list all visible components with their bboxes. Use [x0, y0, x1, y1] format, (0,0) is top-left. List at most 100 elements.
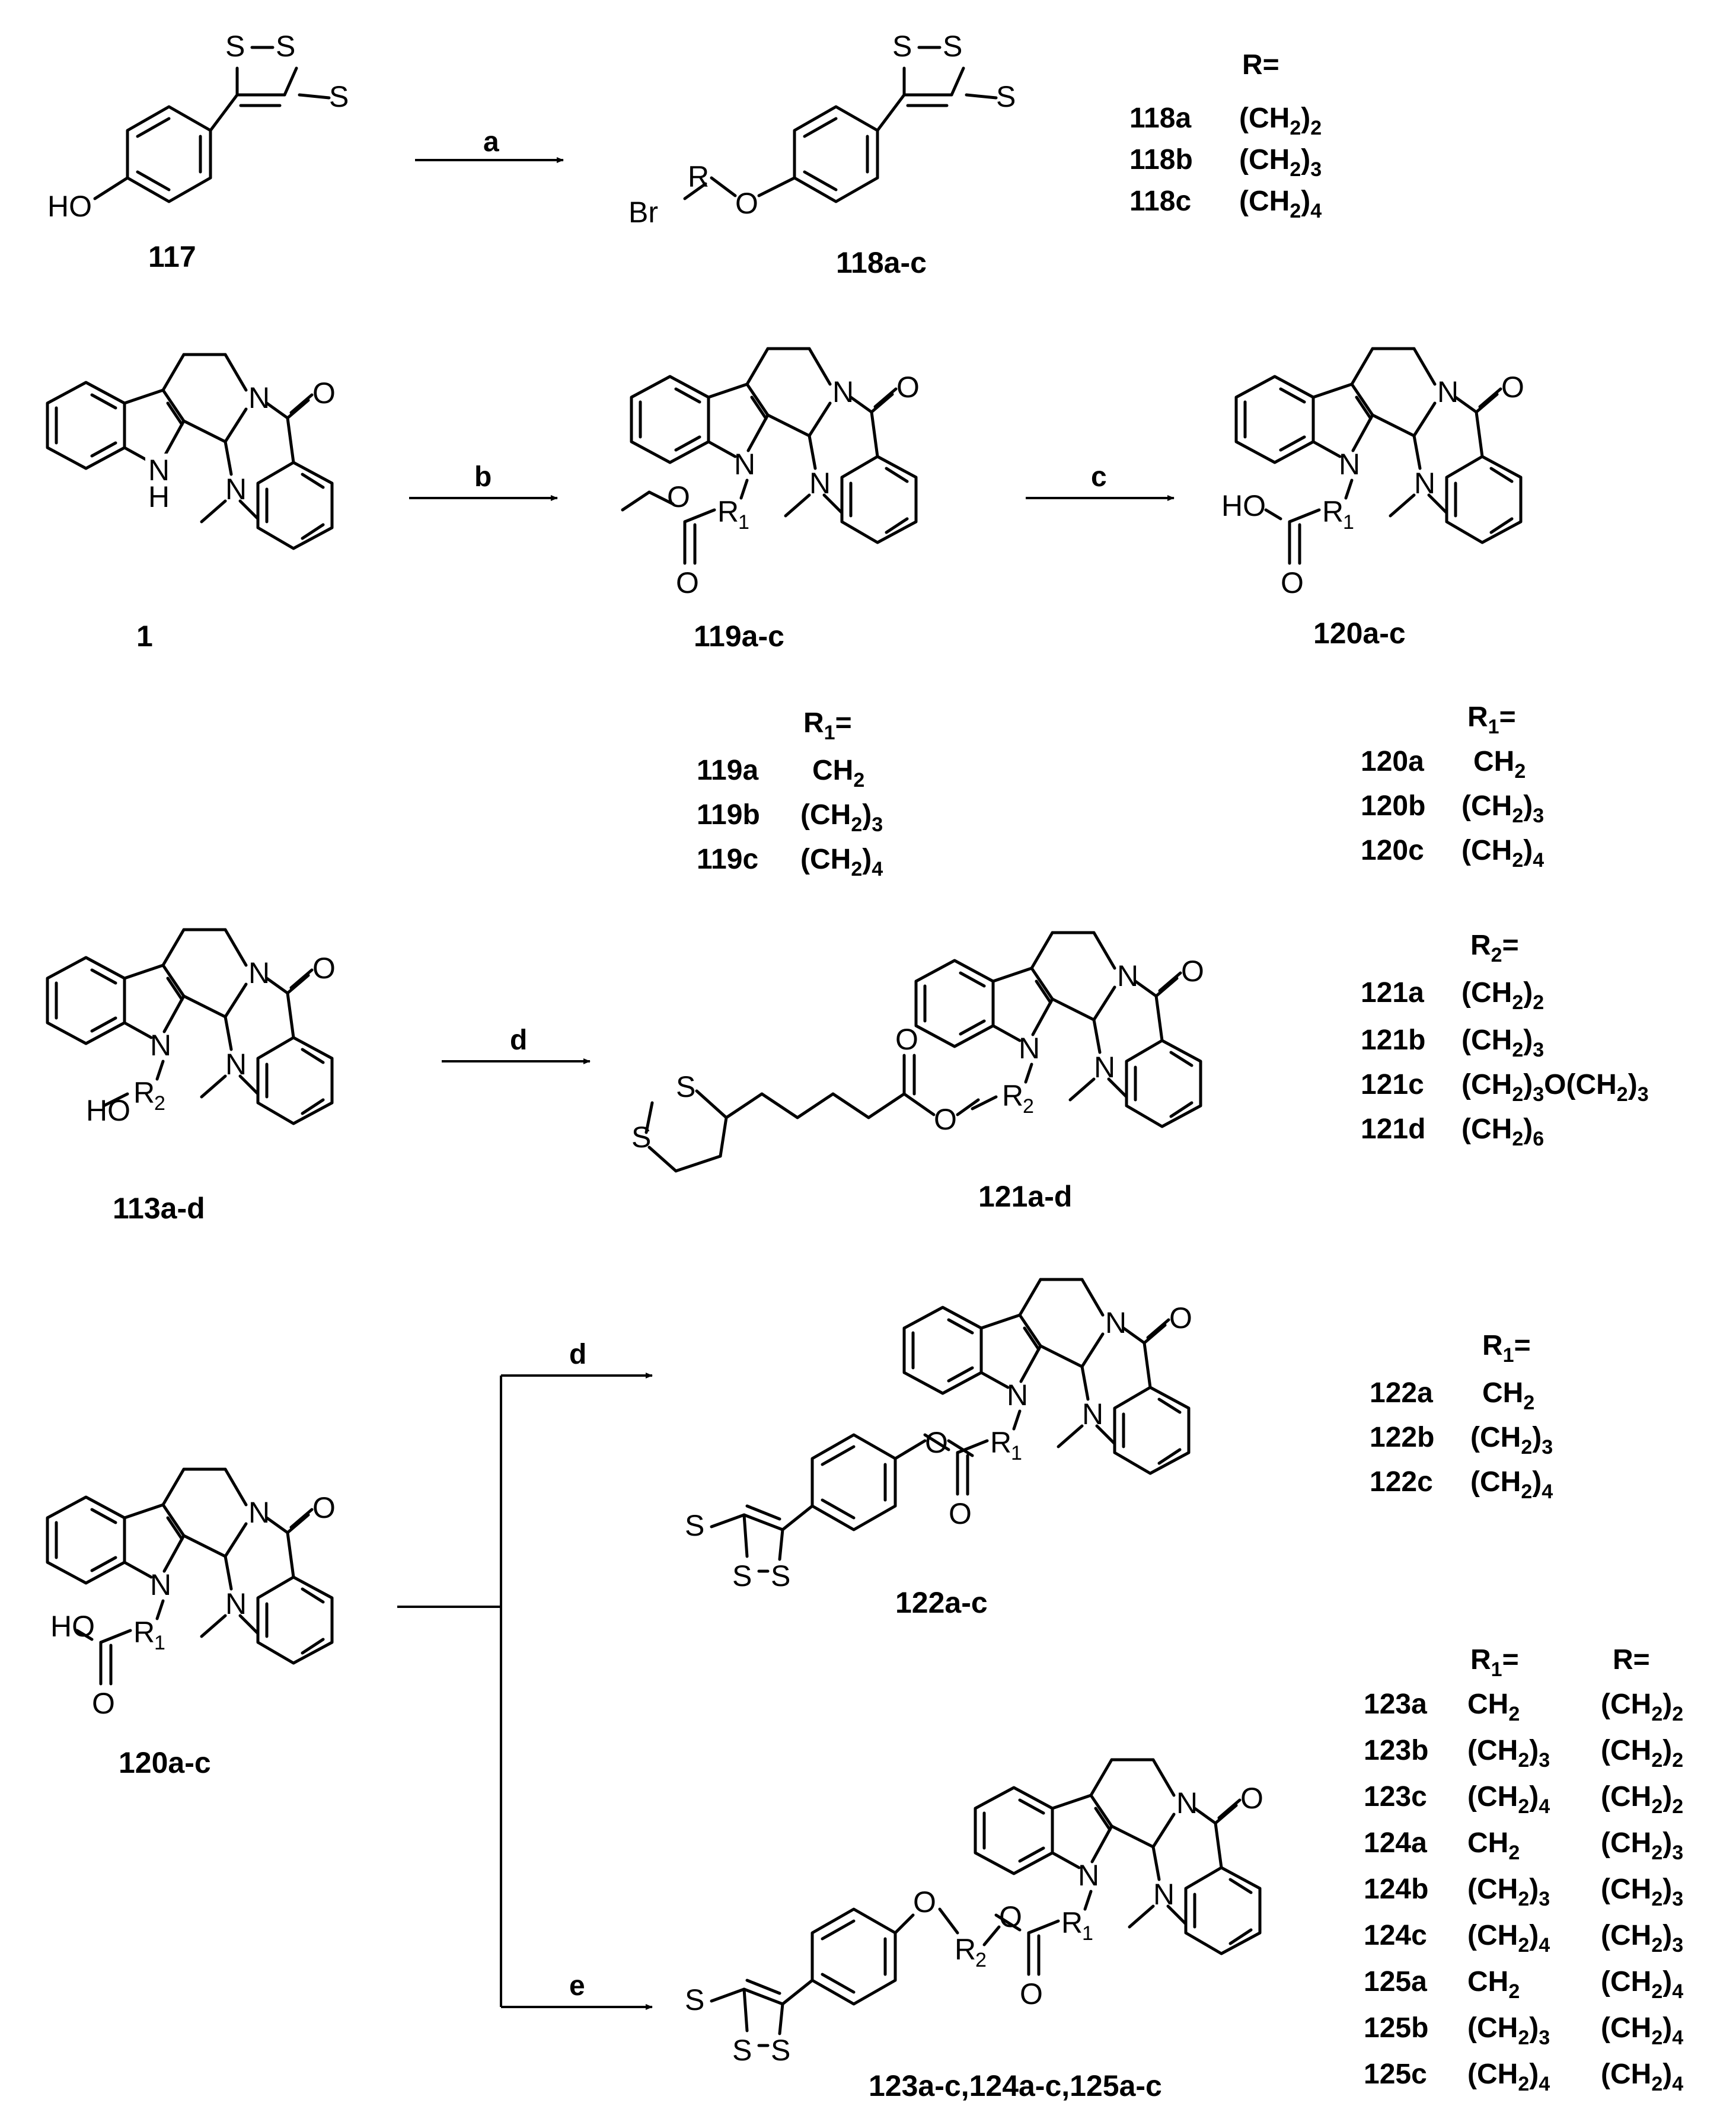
svg-text:CH2: CH2: [1473, 746, 1526, 783]
svg-text:(CH2)4: (CH2)4: [1239, 186, 1322, 222]
label-119: 119a-c: [694, 620, 784, 653]
svg-text:HO: HO: [47, 190, 92, 223]
svg-text:(CH2)2: (CH2)2: [1461, 977, 1544, 1014]
svg-text:S: S: [685, 1509, 704, 1542]
svg-text:O: O: [667, 480, 690, 513]
svg-text:120a: 120a: [1361, 746, 1424, 777]
compound-1-structure: N H: [47, 355, 336, 548]
svg-text:O: O: [999, 1900, 1022, 1933]
svg-text:S: S: [276, 30, 295, 63]
svg-text:S: S: [685, 1983, 704, 2016]
compound-118-structure: S S S O R Br: [628, 30, 1016, 229]
compound-122-structure: R1 O: [904, 1279, 1192, 1530]
table-123-row: 124c(CH2)4(CH2)3: [1364, 1920, 1683, 1957]
table-119-row: 119c (CH2)4: [697, 844, 883, 880]
svg-text:(CH2)3O(CH2)3: (CH2)3O(CH2)3: [1461, 1069, 1649, 1106]
svg-text:O: O: [934, 1103, 957, 1136]
svg-text:122a: 122a: [1370, 1377, 1433, 1409]
dithiolethione-phenyl-122b: O S S S: [685, 1426, 974, 1593]
svg-text:(CH2)4: (CH2)4: [1467, 2059, 1550, 2095]
svg-text:O: O: [1020, 1977, 1043, 2011]
table-118: R= 118a (CH2)2 118b (CH2)3 118c (CH2)4: [1129, 49, 1322, 222]
table-122-row: 122c (CH2)4: [1370, 1466, 1553, 1503]
label-121: 121a-d: [978, 1180, 1072, 1213]
dithiolethione-phenyl-123: O R2 O S S S: [685, 1885, 1022, 2067]
svg-text:R=: R=: [1613, 1644, 1650, 1676]
svg-text:O: O: [895, 1023, 918, 1056]
compound-113-structure: R2 HO: [47, 930, 336, 1127]
svg-text:(CH2)3: (CH2)3: [1467, 1735, 1550, 1772]
svg-text:(CH2)2: (CH2)2: [1601, 1689, 1683, 1725]
svg-text:O: O: [925, 1426, 948, 1459]
svg-text:N: N: [148, 454, 170, 487]
svg-text:S: S: [771, 1559, 790, 1593]
svg-text:1: 1: [738, 511, 749, 534]
table-118-row: 118a (CH2)2: [1129, 103, 1322, 139]
compound-121-structure: R2: [916, 933, 1204, 1127]
compound-120-start-structure: R1 HO O: [47, 1469, 336, 1720]
svg-text:R2=: R2=: [1470, 930, 1519, 966]
svg-text:CH2: CH2: [1467, 1827, 1520, 1864]
label-118: 118a-c: [836, 246, 927, 279]
table-121-row: 121c (CH2)3O(CH2)3: [1361, 1069, 1649, 1106]
table-123-row: 123b (CH2)3 (CH2)2: [1364, 1735, 1683, 1772]
svg-text:1: 1: [154, 1632, 165, 1654]
svg-text:(CH2)3: (CH2)3: [1239, 144, 1322, 181]
table-121-row: 121d (CH2)6: [1361, 1113, 1544, 1150]
svg-text:123b: 123b: [1364, 1735, 1428, 1766]
table-119: R1= 119a CH2 119b (CH2)3 119c (CH2)4: [697, 707, 883, 880]
svg-text:2: 2: [975, 1949, 987, 1971]
svg-text:(CH2)4: (CH2)4: [1467, 1781, 1550, 1818]
svg-text:S: S: [225, 30, 245, 63]
svg-text:S: S: [732, 1559, 752, 1593]
table-119-row: 119b (CH2)3: [697, 799, 883, 836]
svg-text:2: 2: [1023, 1095, 1034, 1118]
svg-text:125b: 125b: [1364, 2012, 1428, 2044]
svg-text:1: 1: [1082, 1922, 1093, 1945]
svg-text:R: R: [717, 495, 739, 528]
svg-text:O: O: [913, 1885, 936, 1919]
svg-text:S: S: [676, 1070, 695, 1103]
svg-text:(CH2)3: (CH2)3: [1467, 2012, 1550, 2049]
svg-text:(CH2)2: (CH2)2: [1601, 1735, 1683, 1772]
svg-text:(CH2)2: (CH2)2: [1601, 1781, 1683, 1818]
svg-text:(CH2)3: (CH2)3: [1467, 1874, 1550, 1910]
svg-text:(CH2)6: (CH2)6: [1461, 1113, 1544, 1150]
svg-text:R=: R=: [1242, 49, 1279, 81]
svg-text:119b: 119b: [697, 799, 760, 831]
svg-text:R: R: [133, 1076, 155, 1109]
svg-text:124c: 124c: [1364, 1920, 1427, 1951]
svg-text:HO: HO: [86, 1094, 130, 1127]
label-1: 1: [136, 620, 153, 653]
reagent-a: a: [483, 126, 499, 158]
svg-text:119c: 119c: [697, 844, 758, 875]
svg-text:(CH2)4: (CH2)4: [1601, 2059, 1683, 2095]
svg-text:S: S: [631, 1121, 651, 1154]
svg-text:O: O: [92, 1687, 115, 1720]
table-122: R1= 122a CH2 122b (CH2)3 122c (CH2)4: [1370, 1330, 1553, 1503]
table-120-row: 120a CH2: [1361, 746, 1526, 783]
svg-text:CH2: CH2: [1467, 1966, 1520, 2003]
label-113: 113a-d: [113, 1192, 205, 1225]
table-123: R1= R=: [1470, 1644, 1650, 1681]
svg-text:O: O: [1281, 566, 1304, 599]
svg-text:R: R: [688, 160, 709, 193]
svg-text:R1=: R1=: [1482, 1330, 1531, 1367]
svg-text:(CH2)4: (CH2)4: [1601, 1966, 1683, 2003]
svg-text:R: R: [1061, 1906, 1083, 1939]
label-117: 117: [148, 240, 196, 273]
svg-text:S: S: [943, 30, 962, 63]
svg-text:118a: 118a: [1129, 103, 1191, 134]
svg-text:R: R: [133, 1616, 155, 1649]
svg-text:O: O: [735, 187, 758, 220]
svg-text:(CH2)2: (CH2)2: [1239, 103, 1322, 139]
svg-text:120b: 120b: [1361, 790, 1425, 822]
svg-text:2: 2: [154, 1092, 165, 1115]
svg-text:(CH2)4: (CH2)4: [1461, 835, 1544, 872]
svg-text:S: S: [771, 2034, 790, 2067]
table-121: R2= 121a (CH2)2 121b (CH2)3 121c (CH2)3O…: [1361, 930, 1649, 1150]
